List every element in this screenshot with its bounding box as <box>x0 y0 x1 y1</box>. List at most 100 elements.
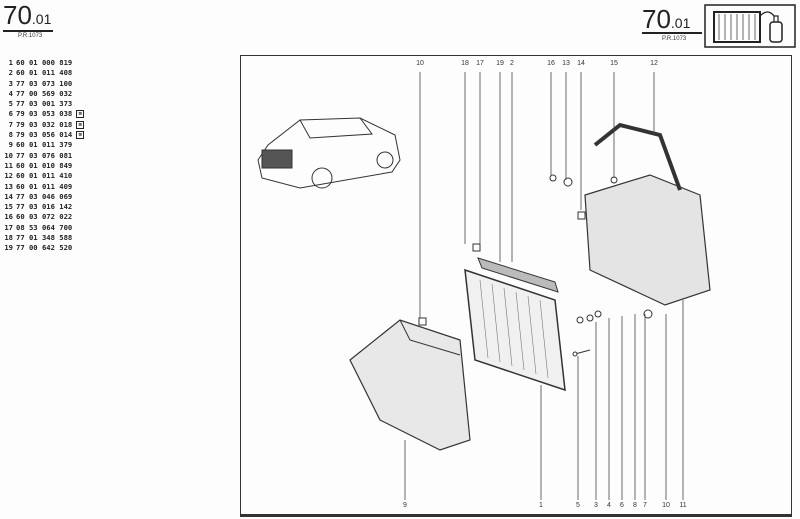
part-reference: 79 03 053 038 <box>16 109 73 119</box>
callout-label: 10 <box>662 502 670 509</box>
callout-label: 3 <box>594 502 598 509</box>
diagram-frame <box>240 55 792 517</box>
part-reference: 60 01 011 408 <box>16 68 73 78</box>
item-number: 5 <box>8 99 13 109</box>
section-main: 70 <box>642 4 671 34</box>
callout-label: 18 <box>461 60 469 67</box>
item-number: 8 <box>8 130 13 140</box>
flag-box-icon: ⊠ <box>76 131 85 140</box>
item-number: 11 <box>4 160 13 170</box>
section-sub: .01 <box>31 11 52 27</box>
part-reference: 60 03 072 022 <box>16 212 73 222</box>
item-number: 12 <box>4 171 13 181</box>
item-number: 16 <box>4 212 13 222</box>
callout-label: 19 <box>496 60 504 67</box>
page-ref-left: P.R.1073 <box>18 33 43 39</box>
part-reference: 77 03 046 069 <box>16 191 73 201</box>
callout-label: 14 <box>577 60 585 67</box>
item-number: 17 <box>4 222 13 232</box>
part-reference: 60 01 011 379 <box>16 140 73 150</box>
part-reference: 79 03 056 014 <box>16 130 73 140</box>
part-reference: 60 01 011 409 <box>16 181 73 191</box>
item-number: 6 <box>8 109 13 119</box>
section-number-right: 70.01 <box>642 4 690 35</box>
part-reference: 60 01 000 819 <box>16 58 73 67</box>
part-reference: 77 03 001 373 <box>16 99 73 109</box>
part-reference: 79 03 032 018 <box>16 119 73 129</box>
part-reference: 77 03 073 100 <box>16 78 73 88</box>
part-reference: 77 03 016 142 <box>16 202 73 212</box>
callout-label: 16 <box>547 60 555 67</box>
part-reference: 08 53 064 700 <box>16 222 73 232</box>
callout-label: 5 <box>576 502 580 509</box>
leader-lines <box>404 72 684 500</box>
radiator-section-icon <box>704 4 796 48</box>
upper-cowl-part-11 <box>584 174 711 306</box>
section-main: 70 <box>3 0 32 30</box>
section-sub: .01 <box>670 15 691 31</box>
page-ref-right: P.R.1073 <box>662 36 687 42</box>
item-number: 4 <box>8 88 13 98</box>
section-number-left: 70.01 <box>3 0 51 31</box>
item-number: 13 <box>4 181 13 191</box>
callout-label: 11 <box>679 502 687 509</box>
callout-label: 13 <box>562 60 570 67</box>
item-number: 3 <box>8 78 13 88</box>
callout-label: 7 <box>643 502 647 509</box>
callout-label: 15 <box>610 60 618 67</box>
radiator-part-1 <box>464 257 566 392</box>
car-illustration <box>257 117 401 189</box>
callout-label: 17 <box>476 60 484 67</box>
flag-box-icon: ⊠ <box>76 110 85 119</box>
part-reference: 77 01 348 588 <box>16 233 73 243</box>
seal-part-12 <box>593 122 682 191</box>
flag-box-icon: ⊠ <box>76 120 85 129</box>
header-rule-left <box>3 30 53 32</box>
small-fittings <box>418 174 653 357</box>
item-number: 10 <box>4 150 13 160</box>
item-number: 7 <box>8 119 13 129</box>
item-number: 9 <box>8 140 13 150</box>
item-number: 18 <box>4 233 13 243</box>
part-reference: 60 01 010 849 <box>16 160 73 170</box>
part-reference: 60 01 011 410 <box>16 171 73 181</box>
callout-label: 6 <box>620 502 624 509</box>
item-number: 14 <box>4 191 13 201</box>
callout-label: 10 <box>416 60 424 67</box>
callout-label: 4 <box>607 502 611 509</box>
callout-label: 8 <box>633 502 637 509</box>
callout-label: 9 <box>403 502 407 509</box>
item-number: 1 <box>8 58 13 67</box>
part-reference: 77 00 569 032 <box>16 88 73 98</box>
callout-label: 12 <box>650 60 658 67</box>
header-rule-right <box>642 32 702 34</box>
callout-label: 1 <box>539 502 543 509</box>
part-reference: 77 03 076 081 <box>16 150 73 160</box>
item-number: 2 <box>8 68 13 78</box>
item-number: 15 <box>4 202 13 212</box>
part-reference: 77 00 642 520 <box>16 243 73 253</box>
callout-label: 2 <box>510 60 514 67</box>
item-number: 19 <box>4 243 13 253</box>
